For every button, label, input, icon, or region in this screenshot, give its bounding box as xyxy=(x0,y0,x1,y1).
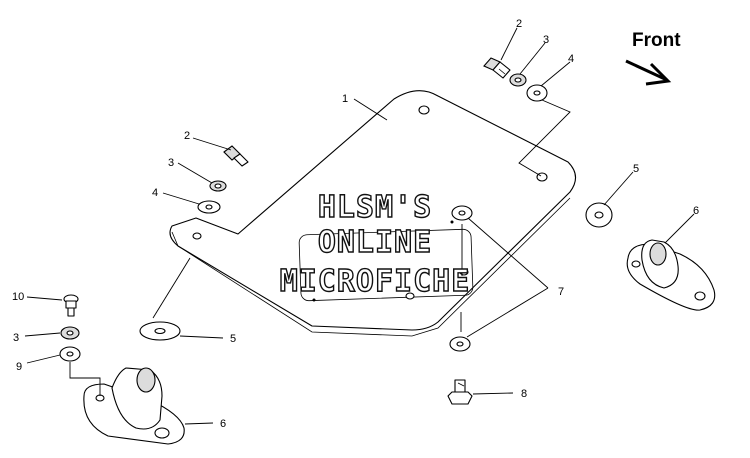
assembly-line-9 xyxy=(69,362,101,396)
callout-1: 1 xyxy=(342,93,348,105)
assembly-line-5-left xyxy=(152,257,191,319)
bolt-8 xyxy=(447,379,473,405)
engine-mount-right xyxy=(626,239,716,311)
skid-plate xyxy=(169,90,577,337)
lock-washer-top-left xyxy=(209,180,227,192)
bolt-10 xyxy=(63,294,79,317)
callout-8: 8 xyxy=(521,388,527,400)
engine-mount-left xyxy=(83,367,185,445)
callout-2-top-left: 2 xyxy=(184,130,190,142)
callout-7: 7 xyxy=(558,286,564,298)
watermark-line-1: HLSM'S xyxy=(318,190,432,225)
callout-2-top-right: 2 xyxy=(516,18,522,30)
callout-4-top-left: 4 xyxy=(152,187,158,199)
watermark-line-3: MICROFICHE xyxy=(280,264,471,299)
washer-7-top xyxy=(451,205,473,221)
callout-4-top-right: 4 xyxy=(568,53,574,65)
flat-washer-top-right xyxy=(526,84,548,102)
leader-lines xyxy=(24,27,695,425)
callout-6-right: 6 xyxy=(693,205,699,217)
callout-5-left: 5 xyxy=(230,333,236,345)
washer-5-right xyxy=(585,202,613,228)
callout-3-top-left: 3 xyxy=(168,157,174,169)
washer-5-left xyxy=(139,321,181,341)
lock-washer-lower-left xyxy=(60,326,80,340)
watermark-line-2: ONLINE xyxy=(318,225,432,260)
callout-9: 9 xyxy=(16,361,22,373)
front-arrow-icon xyxy=(625,59,672,86)
callout-3-lower-left: 3 xyxy=(13,332,19,344)
washer-7-bottom xyxy=(449,336,471,352)
assembly-line-top-right xyxy=(518,99,571,177)
washer-9 xyxy=(59,346,81,362)
callout-6-left: 6 xyxy=(220,418,226,430)
front-label: Front xyxy=(632,30,681,51)
callout-5-right: 5 xyxy=(633,163,639,175)
callout-10: 10 xyxy=(12,291,24,303)
bolt-top-right xyxy=(483,57,511,79)
flat-washer-top-left xyxy=(197,200,221,214)
lock-washer-top-right xyxy=(509,73,527,87)
callout-3-top-right: 3 xyxy=(543,34,549,46)
